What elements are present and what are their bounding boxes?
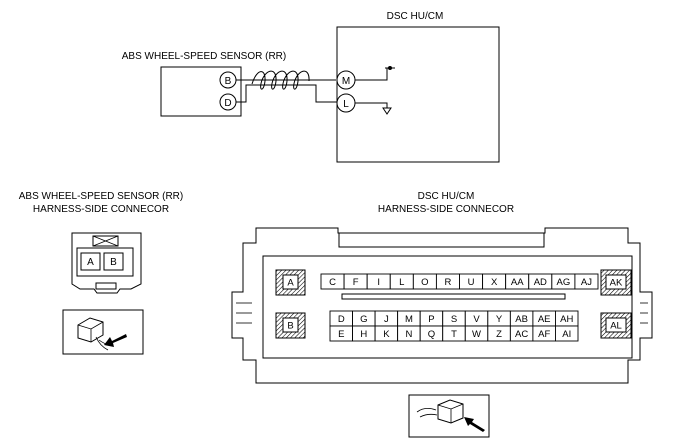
sensor-connector-title-2: HARNESS-SIDE CONNECOR: [33, 204, 169, 215]
sensor-box: [160, 66, 242, 117]
ecu-probe-arrow-icon: [464, 417, 485, 432]
sensor-pin-b-label: B: [225, 76, 232, 87]
ecu-pin-row-1: C F I L O R U X AA AD AG AJ: [320, 273, 599, 290]
ecu-pin-label-ab: AB: [515, 314, 528, 325]
ecu-pin-label-v: V: [473, 314, 480, 325]
ecu-pin-label-g: G: [360, 314, 367, 325]
ecu-pin-row-3: E H K N Q T W Z AC AF AI: [329, 325, 579, 342]
ecu-pin-label-af: AF: [538, 329, 550, 340]
ecu-pin-label-ag: AG: [557, 277, 571, 288]
ecu-connector-side-ribs: [236, 302, 648, 324]
ecu-pin-label-w: W: [472, 329, 481, 340]
ecu-pin-label-c: C: [329, 277, 336, 288]
wiring-section: DSC HU/CM ABS WHEEL-SPEED SENSOR (RR) B …: [122, 11, 500, 163]
ecu-pin-label-ah: AH: [560, 314, 573, 325]
ecu-pin-label-aa: AA: [511, 277, 524, 288]
ecu-pin-label-k: K: [383, 329, 390, 340]
ecu-pin-label-aj: AJ: [581, 277, 592, 288]
ecu-pin-cell-aj: [574, 273, 599, 290]
ecu-pin-label-x: X: [491, 277, 498, 288]
sensor-pin-a-cell-label: A: [87, 257, 94, 268]
ecu-box: [336, 26, 500, 163]
ecu-internal-m: [355, 68, 388, 81]
ecu-pin-b-label: B: [287, 321, 293, 332]
ecu-connector-center-bar: [341, 293, 566, 300]
ecu-connector-top-latch: [338, 232, 545, 248]
ecu-pin-label-e: E: [338, 329, 344, 340]
ecu-pin-label-ae: AE: [538, 314, 551, 325]
sensor-connector-foot: [95, 282, 117, 290]
ecu-pin-a-cell: [282, 274, 299, 290]
ecu-pin-label-d: D: [338, 314, 345, 325]
wire-d-l: [236, 84, 337, 103]
twisted-pair: [251, 70, 310, 90]
ecu-pin-a-label: A: [287, 278, 294, 289]
sensor-probe-illustration: [62, 309, 144, 355]
ecu-connector-title-1: DSC HU/CM: [418, 191, 475, 202]
ecu-pin-label-u: U: [468, 277, 475, 288]
ground-icon: [382, 107, 392, 115]
ecu-internal-l: [355, 102, 388, 108]
sensor-title: ABS WHEEL-SPEED SENSOR (RR): [122, 51, 286, 62]
sensor-pin-b-cell-label: B: [110, 257, 117, 268]
ecu-pin-label-s: S: [451, 314, 457, 325]
ecu-pin-b-hatch: [275, 312, 306, 339]
sensor-pin-d-label: D: [224, 98, 231, 109]
ecu-pin-b-cell: [282, 317, 299, 333]
ecu-title: DSC HU/CM: [387, 11, 444, 22]
ecu-pin-l-label: L: [343, 99, 349, 110]
ecu-pin-label-ac: AC: [515, 329, 528, 340]
ecu-pin-label-r: R: [445, 277, 452, 288]
ecu-pin-label-p: P: [428, 314, 434, 325]
ecu-pin-label-i: I: [377, 277, 380, 288]
ecu-pin-row-2: D G J M P S V Y AB AE AH: [329, 310, 579, 327]
sensor-connector-title-1: ABS WHEEL-SPEED SENSOR (RR): [19, 191, 183, 202]
ecu-pin-label-j: J: [384, 314, 389, 325]
ecu-pin-label-h: H: [360, 329, 367, 340]
ecu-connector-title-2: HARNESS-SIDE CONNECOR: [378, 204, 514, 215]
ecu-pin-label-l: L: [399, 277, 404, 288]
ecu-pin-ak-label: AK: [610, 278, 623, 289]
ecu-pin-label-ad: AD: [534, 277, 547, 288]
ecu-pin-label-y: Y: [496, 314, 503, 325]
sensor-pin-b-cell: [103, 252, 124, 271]
ecu-pin-label-z: Z: [496, 329, 502, 340]
ecu-pin-label-q: Q: [428, 329, 435, 340]
ecu-pin-label-n: N: [405, 329, 412, 340]
lock-cross-icon: [92, 235, 119, 247]
ecu-pin-cell-ai: [555, 325, 579, 342]
sensor-pin-a-cell: [80, 252, 101, 271]
ecu-pin-m-label: M: [342, 76, 350, 87]
ecu-pin-ak-cell: [605, 274, 627, 290]
ecu-pin-label-o: O: [421, 277, 428, 288]
ecu-pin-al-cell: [605, 317, 627, 333]
probe-arrow-icon: [104, 334, 127, 347]
ecu-connector-body: [262, 255, 633, 359]
ecu-probe-illustration: [408, 394, 490, 438]
ecu-pin-label-t: T: [451, 329, 457, 340]
ecu-pin-label-m: M: [405, 314, 413, 325]
ecu-pin-label-f: F: [353, 277, 359, 288]
ecu-pin-al-label: AL: [610, 321, 622, 332]
ecu-pin-label-ai: AI: [562, 329, 571, 340]
ecu-connector-section: DSC HU/CM HARNESS-SIDE CONNECOR A B AK A…: [231, 191, 653, 438]
power-dot: [388, 66, 392, 70]
sensor-connector-section: ABS WHEEL-SPEED SENSOR (RR) HARNESS-SIDE…: [19, 191, 183, 355]
